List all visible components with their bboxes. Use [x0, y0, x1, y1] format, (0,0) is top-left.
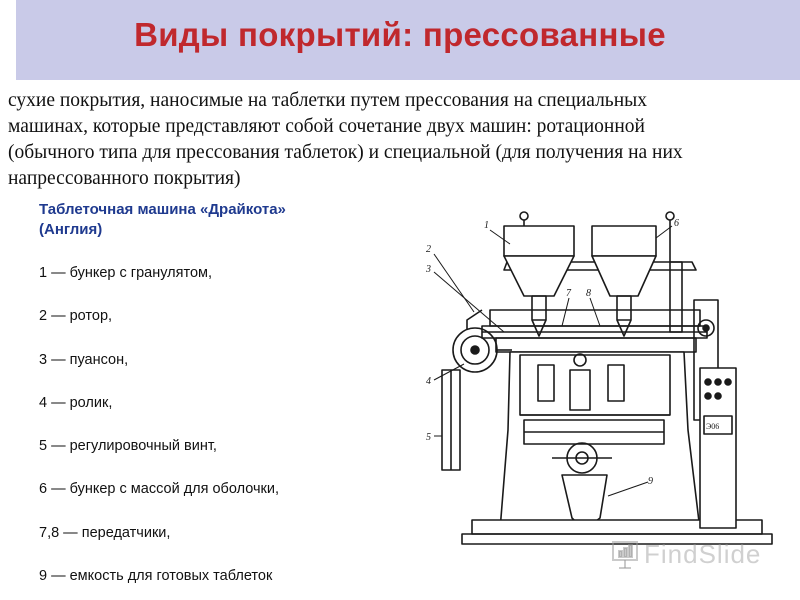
presentation-board-icon: [612, 541, 638, 569]
legend-item: 7,8 — передатчики,: [39, 525, 171, 541]
legend-item: 9 — емкость для готовых таблеток: [39, 568, 273, 584]
legend: Таблеточная машина «Драйкота» (Англия) 1…: [39, 200, 379, 584]
watermark: FindSlide: [608, 538, 778, 572]
legend-item: 4 — ролик,: [39, 395, 113, 411]
watermark-text: FindSlide: [644, 539, 762, 569]
panel-display: Э06: [706, 422, 719, 431]
callout-6: 6: [674, 218, 679, 229]
slide-title: Виды покрытий: прессованные: [134, 16, 666, 53]
intro-line: сухие покрытия, наносимые на таблетки пу…: [8, 90, 647, 111]
tablet-press-machine-drawing: 1 2 3 4 5 6 7 8 9 Э06: [425, 211, 773, 545]
callout-5: 5: [426, 432, 431, 443]
title-bar-accent: [0, 0, 16, 80]
callout-4: 4: [426, 376, 431, 387]
legend-title: Таблеточная машина «Драйкота» (Англия): [39, 200, 379, 240]
legend-title-line: Таблеточная машина «Драйкота»: [39, 201, 286, 218]
callout-7: 7: [566, 288, 572, 299]
legend-item: 6 — бункер с массой для оболочки,: [39, 481, 280, 497]
title-bar: [0, 0, 800, 80]
legend-title-line: (Англия): [39, 221, 103, 238]
legend-item: 1 — бункер с гранулятом,: [39, 265, 213, 281]
legend-item: 2 — ротор,: [39, 308, 113, 324]
intro-line: машинах, которые представляют собой соче…: [8, 116, 645, 137]
callout-2: 2: [426, 244, 431, 255]
callout-8: 8: [586, 288, 591, 299]
intro-line: напрессованного покрытия): [8, 168, 241, 189]
intro-line: (обычного типа для прессования таблеток)…: [8, 142, 683, 163]
callout-3: 3: [425, 264, 431, 275]
intro-paragraph: сухие покрытия, наносимые на таблетки пу…: [8, 88, 788, 192]
callout-9: 9: [648, 476, 653, 487]
callout-1: 1: [484, 220, 489, 231]
legend-item: 3 — пуансон,: [39, 352, 129, 368]
legend-item: 5 — регулировочный винт,: [39, 438, 217, 454]
